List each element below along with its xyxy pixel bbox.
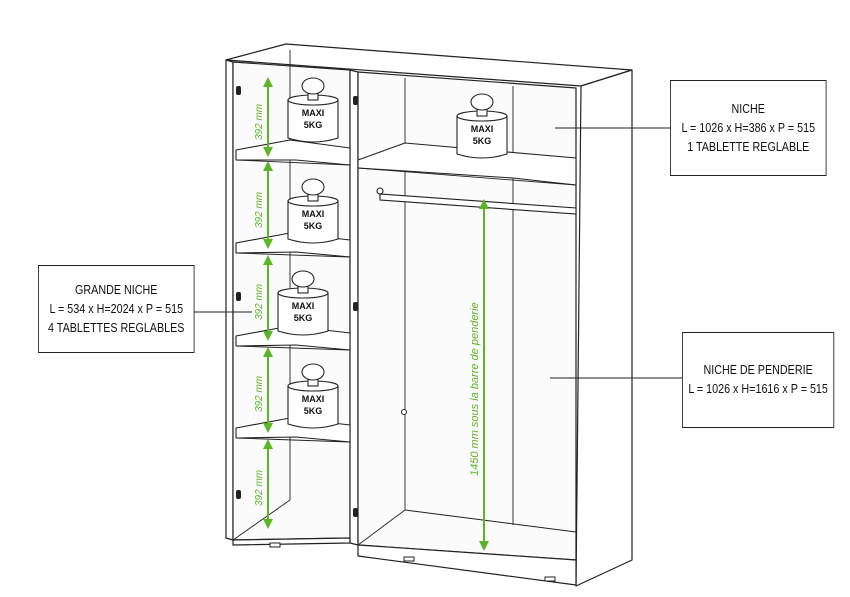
hinge-icon [353, 96, 358, 105]
weight-label-bottom: 5KG [304, 406, 323, 416]
weight-label-bottom: 5KG [473, 136, 492, 146]
rail-height-label: 1450 mm sous la barre de penderie [469, 302, 481, 476]
weight-label-top: MAXI [302, 108, 325, 118]
hinge-icon [353, 508, 358, 517]
measure-label: 392 mm [254, 376, 265, 412]
weight-label-top: MAXI [292, 301, 315, 311]
weight-label-top: MAXI [302, 209, 325, 219]
callout-penderie: NICHE DE PENDERIE L = 1026 x H=1616 x P … [682, 332, 835, 428]
callout-niche-shelves: 1 TABLETTE REGLABLE [687, 139, 810, 154]
measure-label: 392 mm [254, 470, 265, 506]
weight-label-top: MAXI [471, 124, 494, 134]
measure-label: 392 mm [254, 104, 265, 140]
weight-icon: MAXI 5KG [287, 178, 339, 244]
callout-penderie-dims: L = 1026 x H=1616 x P = 515 [688, 382, 828, 396]
weight-icon: MAXI 5KG [287, 77, 339, 143]
callout-niche-title: NICHE [731, 101, 765, 116]
bottom-plinth-right [357, 544, 577, 586]
callout-grande-dims: L = 534 x H=2024 x P = 515 [49, 301, 184, 316]
callout-penderie-title: NICHE DE PENDERIE [703, 363, 813, 377]
weight-label-bottom: 5KG [294, 313, 313, 323]
weight-label-bottom: 5KG [304, 221, 323, 231]
callout-grande-niche: GRANDE NICHE L = 534 x H=2024 x P = 515 … [38, 265, 195, 353]
wardrobe-right-side [575, 69, 633, 587]
callout-grande-title: GRANDE NICHE [75, 282, 158, 297]
weight-icon: MAXI 5KG [456, 93, 508, 159]
bottom-plinth [232, 537, 351, 546]
callout-grande-shelves: 4 TABLETTES REGLABLES [48, 320, 185, 335]
hinge-icon [236, 86, 241, 95]
weight-icon: MAXI 5KG [287, 363, 339, 429]
weight-icon: MAXI 5KG [277, 270, 329, 336]
weight-label-bottom: 5KG [304, 120, 323, 130]
hinge-icon [236, 490, 241, 499]
wardrobe-left-door [225, 59, 234, 541]
hinge-icon [236, 292, 241, 301]
callout-niche-dims: L = 1026 x H=386 x P = 515 [681, 120, 816, 135]
callout-niche: NICHE L = 1026 x H=386 x P = 515 1 TABLE… [670, 80, 827, 176]
hinge-icon [353, 302, 358, 311]
measure-label: 392 mm [254, 284, 265, 320]
hanging-rail [376, 187, 577, 215]
weight-label-top: MAXI [302, 394, 325, 404]
handle-icon [401, 409, 407, 415]
measure-label: 392 mm [254, 192, 265, 228]
